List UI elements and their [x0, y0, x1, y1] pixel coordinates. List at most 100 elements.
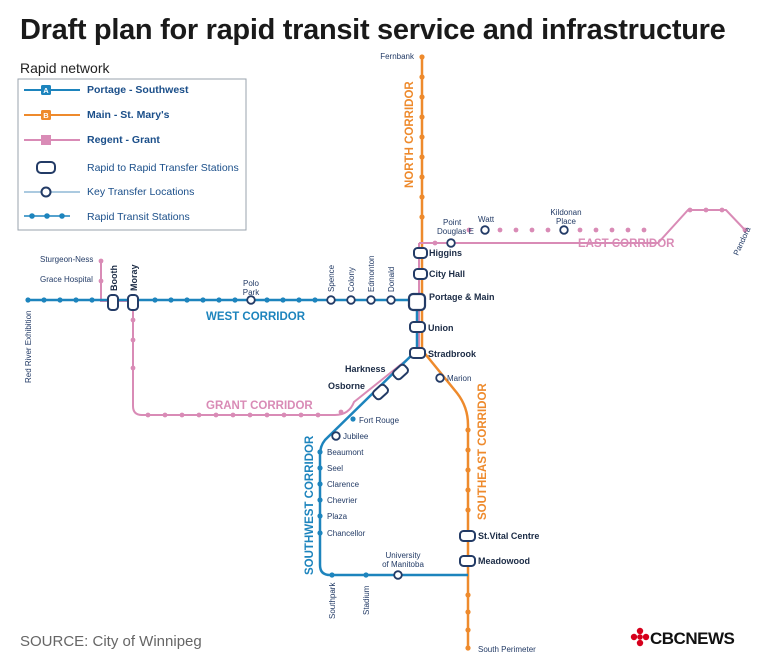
station-dot	[419, 94, 425, 100]
label-stradbrook: Stradbrook	[428, 349, 477, 359]
label-grace-hospital: Grace Hospital	[40, 275, 93, 284]
label-chevrier: Chevrier	[327, 496, 358, 505]
corridor-north: NORTH CORRIDOR	[404, 81, 416, 188]
station-dot	[152, 297, 158, 303]
station-dot	[466, 227, 472, 233]
legend: Rapid network A Portage - Southwest B Ma…	[17, 60, 247, 231]
legend-label-orange: Main - St. Mary's	[87, 109, 170, 121]
cbc-logo: CBCNEWS	[630, 627, 735, 648]
label-point-douglas-line2: Douglas E	[437, 227, 474, 236]
key-transfer-university	[393, 570, 403, 580]
station-dot	[179, 412, 185, 418]
key-transfer-spence	[326, 295, 336, 305]
station-dot	[419, 154, 425, 160]
transfer-station-st-vital	[459, 530, 476, 542]
key-transfer-watt	[480, 225, 490, 235]
station-dot	[641, 227, 647, 233]
label-point-douglas-line1: Point	[443, 218, 462, 227]
label-spence: Spence	[327, 264, 336, 292]
station-dot	[317, 465, 323, 471]
station-dot	[298, 412, 304, 418]
station-dot	[419, 214, 425, 220]
label-south-perimeter: South Perimeter	[478, 645, 536, 654]
station-dot	[419, 54, 425, 60]
transfer-station-stradbrook	[409, 347, 426, 359]
station-dot	[213, 412, 219, 418]
station-dot	[98, 258, 104, 264]
station-dot	[57, 297, 63, 303]
label-pandora: Pandora	[732, 225, 753, 257]
station-dot	[89, 297, 95, 303]
key-transfers	[246, 225, 569, 580]
label-harkness: Harkness	[345, 364, 386, 374]
label-polo-line2: Park	[243, 288, 260, 297]
station-dot	[264, 412, 270, 418]
station-dot	[465, 592, 471, 598]
station-dot	[419, 134, 425, 140]
transfer-station-moray	[127, 294, 139, 311]
station-dot	[280, 297, 286, 303]
legend-badge-b-text: B	[43, 111, 49, 120]
station-dot	[529, 227, 535, 233]
station-dot	[687, 207, 693, 213]
label-edmonton: Edmonton	[367, 256, 376, 292]
legend-badge-b	[41, 110, 51, 120]
station-dot	[200, 297, 206, 303]
label-university-line1: University	[385, 551, 420, 560]
pink-line-grant	[132, 303, 420, 416]
transfer-station-city-hall	[413, 268, 428, 280]
label-osborne: Osborne	[328, 381, 365, 391]
legend-heading: Rapid network	[20, 60, 110, 76]
legend-label-key-transfer: Key Transfer Locations	[87, 186, 194, 198]
station-dot	[465, 627, 471, 633]
station-dots	[25, 54, 748, 651]
station-dot	[317, 513, 323, 519]
station-dot	[130, 337, 136, 343]
label-kildonan-line2: Place	[556, 217, 577, 226]
label-watt: Watt	[478, 215, 495, 224]
legend-label-blue: Portage - Southwest	[87, 84, 189, 96]
station-dot	[742, 227, 748, 233]
legend-badge-a	[41, 85, 51, 95]
transfer-station-portage-main	[407, 292, 427, 312]
transfer-station-osborne	[372, 383, 389, 401]
transfer-station-booth	[107, 294, 119, 311]
label-jubilee: Jubilee	[343, 432, 369, 441]
label-seel: Seel	[327, 464, 343, 473]
station-dot	[312, 297, 318, 303]
station-dot	[363, 572, 369, 578]
station-labels: Fernbank Higgins City Hall Portage & Mai…	[24, 52, 753, 654]
label-beaumont: Beaumont	[327, 448, 364, 457]
corridor-grant: GRANT CORRIDOR	[206, 400, 313, 412]
legend-badge-a-text: A	[43, 86, 49, 95]
label-city-hall: City Hall	[429, 269, 465, 279]
station-dot	[593, 227, 599, 233]
cbc-gem-icon	[630, 627, 650, 647]
transfer-station-higgins	[413, 247, 428, 259]
station-dot	[98, 278, 104, 284]
station-dot	[350, 416, 356, 422]
legend-label-stations: Rapid Transit Stations	[87, 211, 190, 223]
label-union: Union	[428, 323, 454, 333]
key-transfer-polo-park	[246, 295, 256, 305]
station-dot	[168, 297, 174, 303]
transfer-station-union	[409, 321, 426, 333]
station-dot	[577, 227, 583, 233]
blue-line-southwest	[318, 349, 468, 577]
corridor-east: EAST CORRIDOR	[578, 238, 675, 250]
station-dot	[130, 365, 136, 371]
legend-key-transfer-icon	[40, 186, 52, 198]
label-university-line2: of Manitoba	[382, 560, 424, 569]
station-dot	[465, 467, 471, 473]
label-plaza: Plaza	[327, 512, 348, 521]
label-booth: Booth	[109, 265, 119, 291]
transfer-stations	[107, 247, 476, 567]
station-dot	[465, 447, 471, 453]
station-dot	[41, 297, 47, 303]
station-dot	[465, 427, 471, 433]
station-dot	[465, 507, 471, 513]
key-transfer-marion	[435, 373, 445, 383]
label-st-vital: St.Vital Centre	[478, 531, 539, 541]
station-dot	[609, 227, 615, 233]
label-kildonan-line1: Kildonan	[550, 208, 581, 217]
